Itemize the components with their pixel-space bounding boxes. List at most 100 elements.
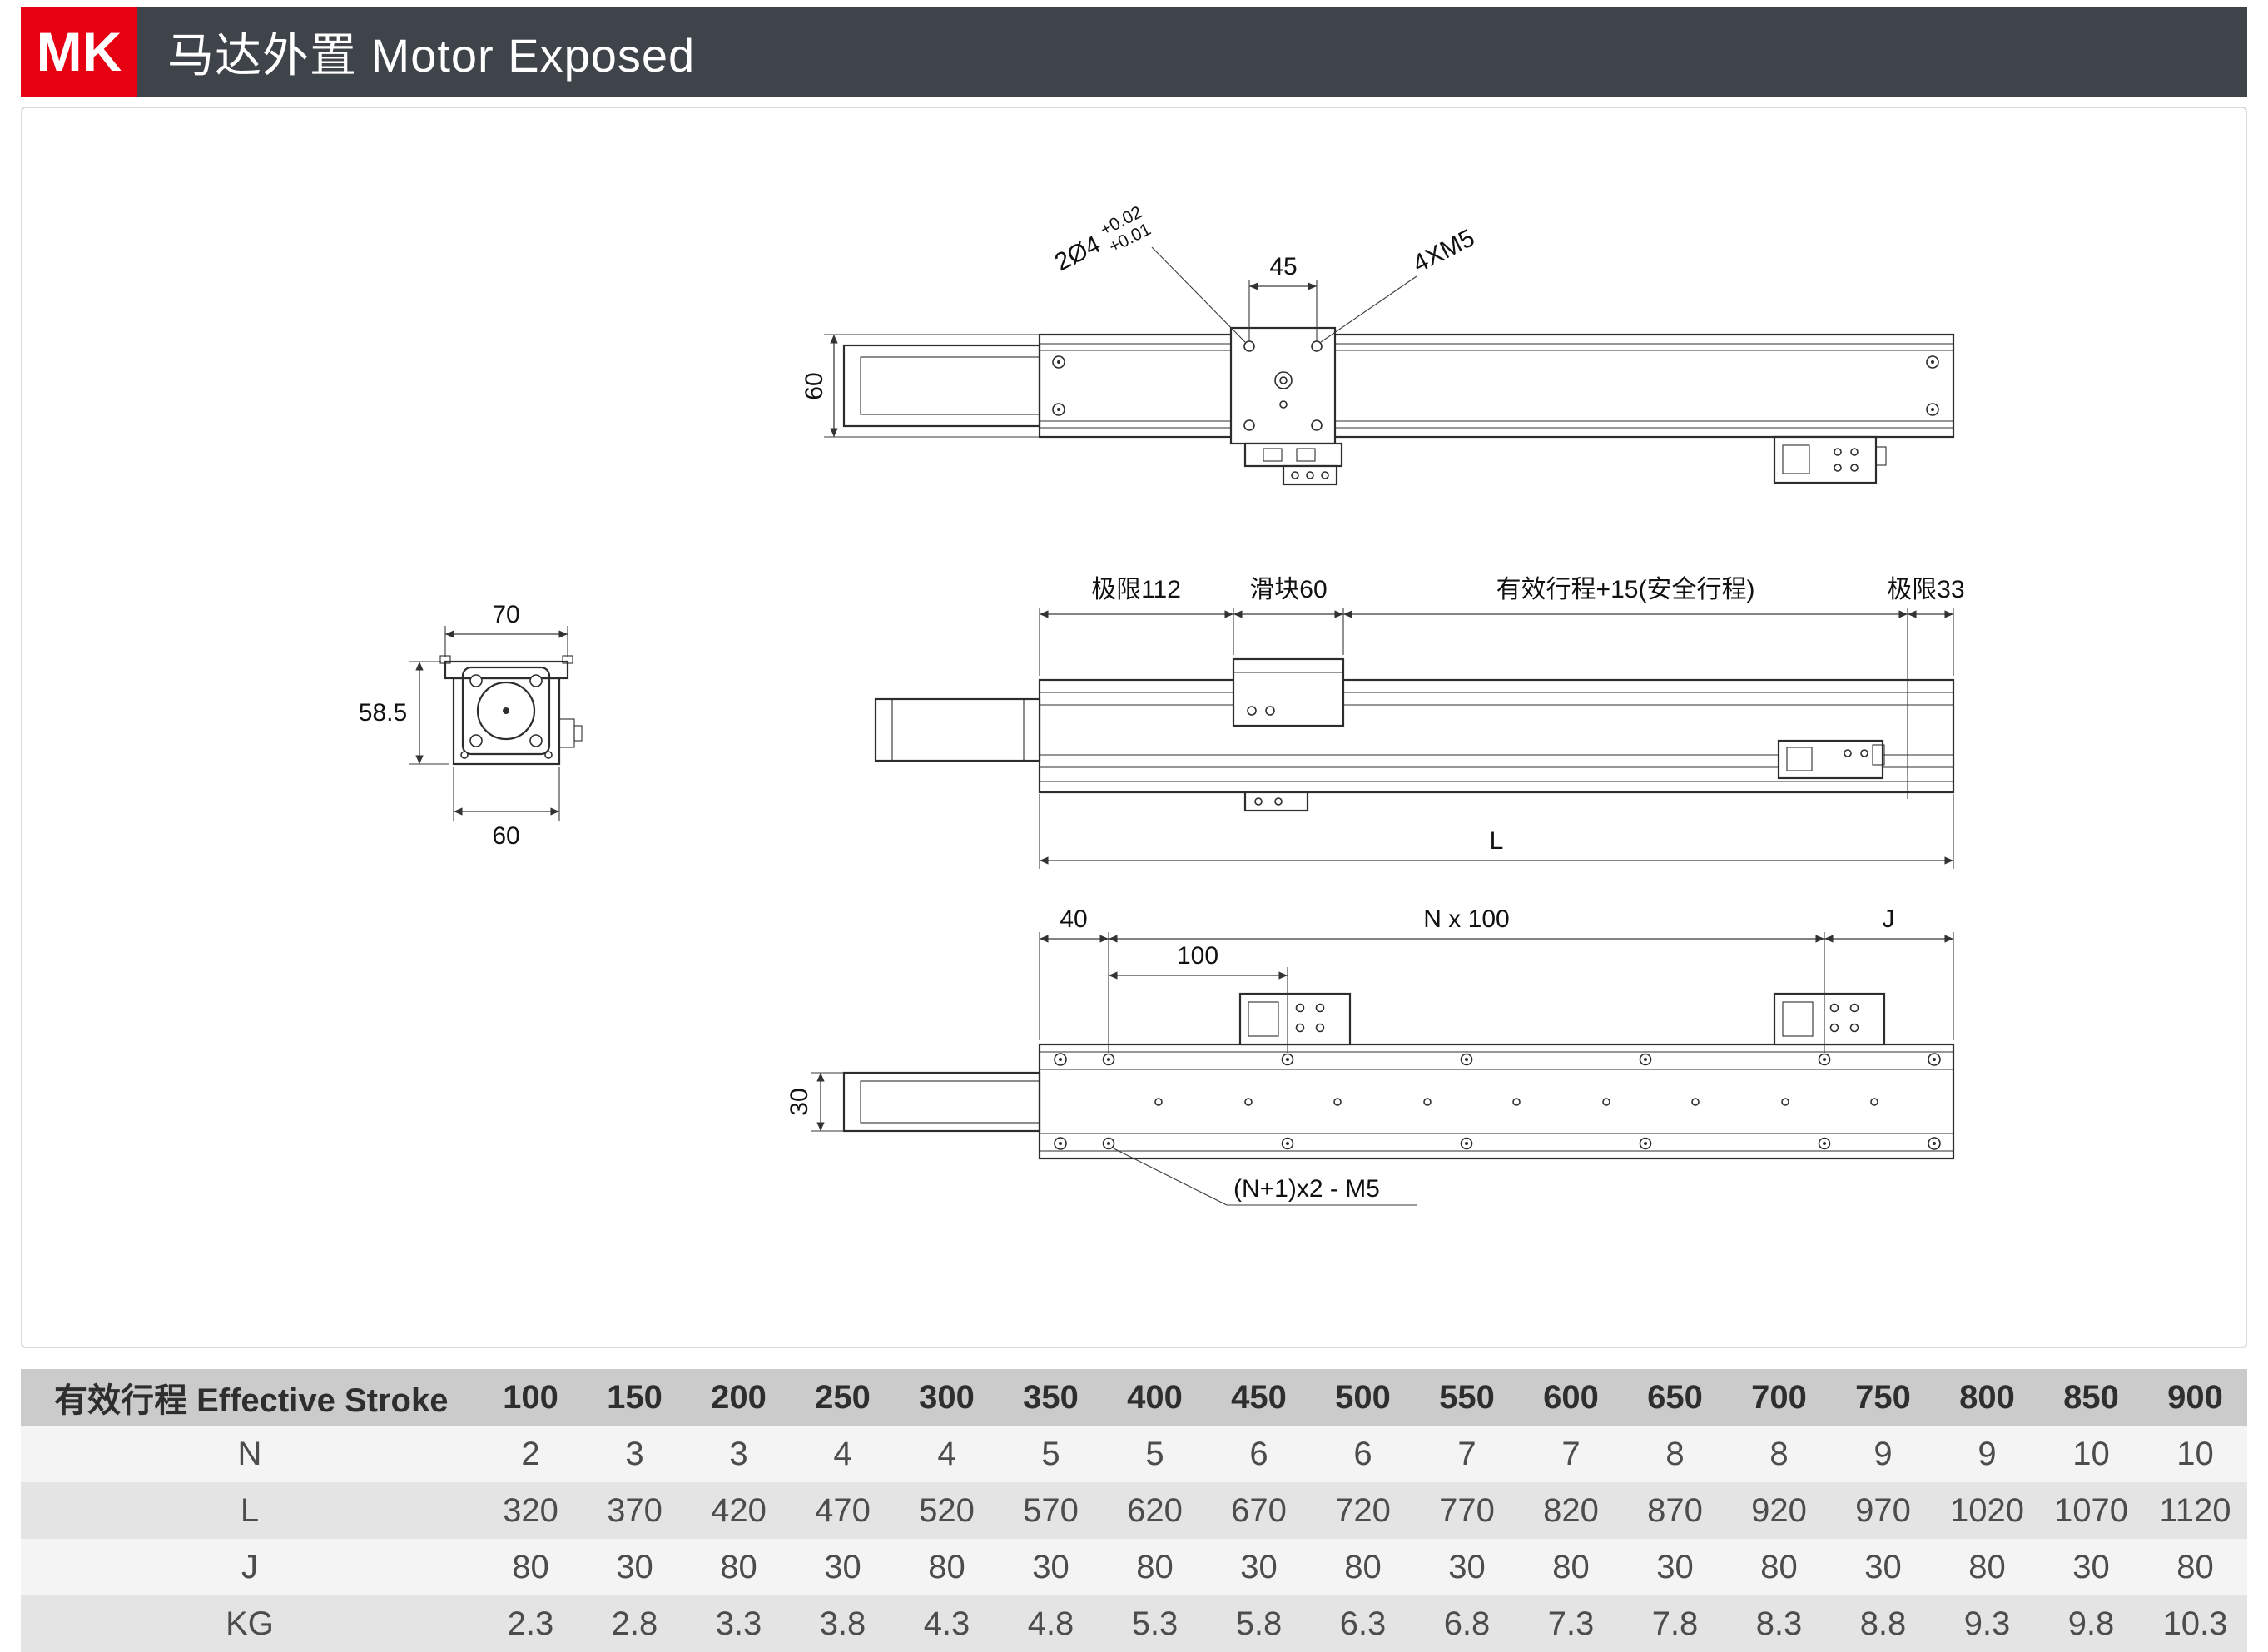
- table-cell: 2: [521, 1435, 540, 1472]
- row-label: KG: [226, 1605, 274, 1642]
- table-cell: 80: [1344, 1548, 1382, 1585]
- dim-mount-callout: (N+1)x2 - M5: [1233, 1175, 1380, 1203]
- table-cell: 6: [1353, 1435, 1372, 1472]
- table-cell: 620: [1127, 1491, 1183, 1529]
- table-cell: 80: [1552, 1548, 1590, 1585]
- table-cell: 3.3: [715, 1605, 762, 1642]
- table-cell: 80: [1760, 1548, 1798, 1585]
- bottom-rail-outline: [1038, 1043, 1955, 1160]
- dim-motor-width: 30: [786, 1088, 813, 1115]
- table-cell: 30: [616, 1548, 653, 1585]
- stroke-header-cell: 700: [1751, 1378, 1807, 1416]
- table-cell: 720: [1335, 1491, 1391, 1529]
- dim-effective-stroke: 有效行程+15(安全行程): [1496, 576, 1755, 603]
- table-cell: 80: [2176, 1548, 2214, 1585]
- table-cell: 570: [1023, 1491, 1079, 1529]
- table-cell: 3.8: [819, 1605, 866, 1642]
- row-label: N: [237, 1435, 262, 1472]
- table-cell: 7.8: [1651, 1605, 1699, 1642]
- table-cell: 1070: [2054, 1491, 2128, 1529]
- dim-limit-right: 极限33: [1887, 576, 1964, 603]
- table-cell: 80: [928, 1548, 965, 1585]
- stroke-header-cell: 850: [2063, 1378, 2119, 1416]
- stroke-header-cell: 100: [503, 1378, 558, 1416]
- row-label: J: [241, 1548, 258, 1585]
- table-cell: 1020: [1950, 1491, 2024, 1529]
- thread-callout-label: 4XM5: [1408, 224, 1479, 278]
- bottom-carriage-block: [1238, 992, 1352, 1046]
- table-cell: 670: [1231, 1491, 1287, 1529]
- table-cell: 6: [1249, 1435, 1268, 1472]
- table-cell: 420: [711, 1491, 767, 1529]
- stroke-header-cell: 650: [1647, 1378, 1703, 1416]
- dim-hole-callout: 2Ø4: [1050, 231, 1105, 276]
- row-label: L: [240, 1491, 260, 1529]
- table-cell: 770: [1439, 1491, 1495, 1529]
- table-cell: 9: [1978, 1435, 1997, 1472]
- stroke-header-cell: 150: [607, 1378, 663, 1416]
- section-motor-boss: [476, 681, 536, 741]
- stroke-header-cell: 800: [1959, 1378, 2015, 1416]
- table-cell: 5: [1145, 1435, 1164, 1472]
- dim-last-offset-j: J: [1883, 905, 1895, 933]
- table-cell: 10: [2176, 1435, 2214, 1472]
- stroke-header-cell: 600: [1543, 1378, 1599, 1416]
- table-cell: 10.3: [2162, 1605, 2228, 1642]
- table-cell: 80: [720, 1548, 757, 1585]
- stroke-header-cell: 550: [1439, 1378, 1495, 1416]
- table-cell: 30: [1864, 1548, 1902, 1585]
- stroke-header-cell: 300: [919, 1378, 975, 1416]
- stroke-header-cell: 200: [711, 1378, 767, 1416]
- table-cell: 870: [1647, 1491, 1703, 1529]
- table-cell: 7: [1561, 1435, 1581, 1472]
- table-cell: 320: [503, 1491, 558, 1529]
- page-title: 马达外置 Motor Exposed: [167, 28, 696, 82]
- table-cell: 9.8: [2067, 1605, 2115, 1642]
- dim-section-height: 58.5: [359, 699, 407, 727]
- dim-limit-left: 极限112: [1091, 576, 1181, 603]
- table-cell: 2.8: [611, 1605, 658, 1642]
- stroke-header-cell: 900: [2167, 1378, 2223, 1416]
- table-cell: 470: [815, 1491, 871, 1529]
- table-cell: 370: [607, 1491, 663, 1529]
- dim-total-length: L: [1490, 827, 1504, 855]
- side-motor-outline: [874, 697, 1041, 762]
- stroke-header-label: 有效行程 Effective Stroke: [54, 1382, 449, 1419]
- table-cell: 30: [824, 1548, 861, 1585]
- table-cell: 1120: [2159, 1491, 2231, 1529]
- dim-hole-pitch: 100: [1177, 942, 1218, 970]
- section-motor-flange: [461, 666, 551, 756]
- stroke-header-cell: 250: [815, 1378, 871, 1416]
- table-cell: 3: [729, 1435, 748, 1472]
- table-cell: 8.8: [1859, 1605, 1907, 1642]
- dim-thread-callout: 4XM5: [1408, 224, 1479, 278]
- table-cell: 10: [2072, 1435, 2110, 1472]
- table-cell: 8.3: [1755, 1605, 1803, 1642]
- hole-callout-label: 2Ø4 +0.02 +0.01: [1050, 202, 1154, 276]
- table-cell: 920: [1751, 1491, 1807, 1529]
- table-cell: 8: [1665, 1435, 1685, 1472]
- side-limit-block: [1777, 739, 1884, 780]
- table-cell: 5: [1041, 1435, 1060, 1472]
- table-cell: 30: [1448, 1548, 1486, 1585]
- table-cell: 4.8: [1027, 1605, 1074, 1642]
- table-cell: 2.3: [507, 1605, 554, 1642]
- section-body: [452, 677, 561, 766]
- table-cell: 4: [833, 1435, 852, 1472]
- table-cell: 80: [1136, 1548, 1174, 1585]
- table-cell: 820: [1543, 1491, 1599, 1529]
- table-cell: 80: [512, 1548, 549, 1585]
- table-cell: 5.3: [1131, 1605, 1179, 1642]
- top-rail-outline: [1038, 333, 1955, 439]
- table-cell: 7.3: [1547, 1605, 1595, 1642]
- bottom-limit-block: [1773, 992, 1886, 1046]
- table-cell: 6.3: [1339, 1605, 1387, 1642]
- dim-hole-pitch-total: N x 100: [1423, 905, 1509, 933]
- table-cell: 30: [1032, 1548, 1069, 1585]
- top-limit-block: [1773, 435, 1878, 484]
